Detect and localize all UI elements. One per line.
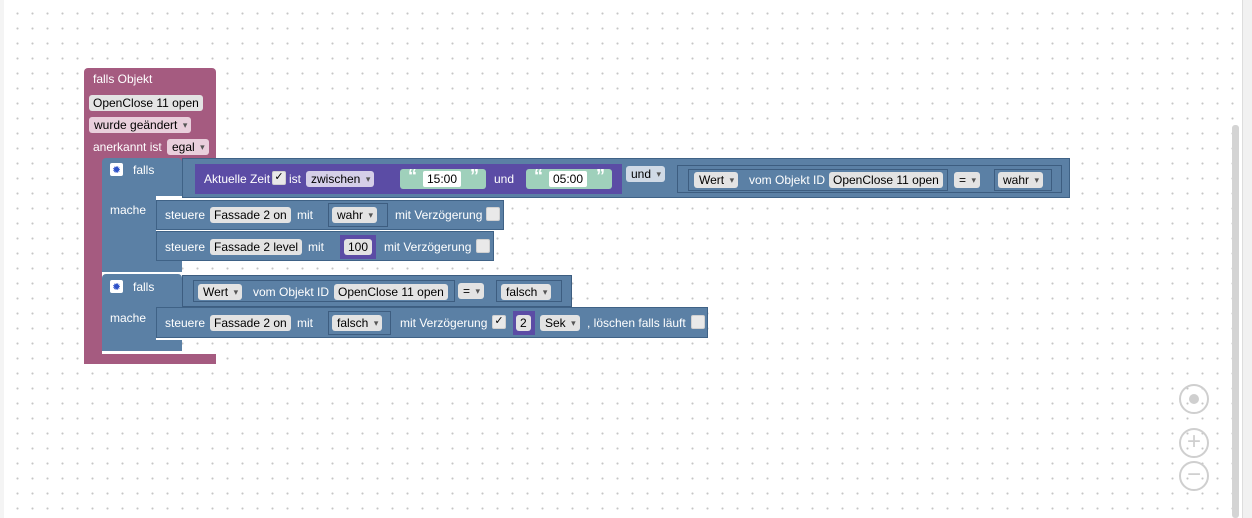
event-block-spine xyxy=(84,160,102,362)
bool-dropdown-1[interactable]: wahr xyxy=(998,172,1044,188)
trigger-dropdown[interactable]: wurde geändert xyxy=(89,117,192,133)
mit-label-1: mit xyxy=(297,208,313,222)
delay-checkbox-3[interactable]: ✓ xyxy=(492,315,506,329)
event-block-footer xyxy=(84,354,216,364)
time-from-string[interactable]: “ 15:00 ” xyxy=(400,166,486,189)
crosshair-dot xyxy=(1189,394,1199,404)
delay-value[interactable]: 2 xyxy=(516,315,531,331)
if2-falls-label: falls xyxy=(133,280,155,294)
if2-mache-label: mache xyxy=(110,311,147,325)
time-from-value[interactable]: 15:00 xyxy=(423,171,462,187)
right-panel-edge xyxy=(1242,0,1252,518)
if-block-1-footer xyxy=(102,260,182,272)
number-value[interactable]: 100 xyxy=(344,239,373,255)
object-field-1[interactable]: OpenClose 11 open xyxy=(829,172,943,188)
mit-label-3: mit xyxy=(297,316,313,330)
if1-mache-label: mache xyxy=(110,203,147,217)
gear-icon[interactable] xyxy=(110,280,123,293)
vertical-scrollbar[interactable] xyxy=(1232,125,1239,518)
time-to-string[interactable]: “ 05:00 ” xyxy=(526,166,612,189)
target-field-1[interactable]: Fassade 2 on xyxy=(210,207,291,223)
clear-label: , löschen falls läuft xyxy=(587,316,686,330)
target-field-2[interactable]: Fassade 2 level xyxy=(210,239,303,255)
mit-label-2: mit xyxy=(308,240,324,254)
eq-dropdown-1[interactable]: = xyxy=(954,172,981,188)
time-und: und xyxy=(494,172,515,186)
quote-open-icon: “ xyxy=(534,166,543,186)
steuere-label-1: steuere xyxy=(165,208,206,222)
time-to-value[interactable]: 05:00 xyxy=(549,171,588,187)
quote-close-icon: ” xyxy=(596,166,605,186)
crosshair-icon[interactable] xyxy=(1179,384,1209,414)
delay-label-3: mit Verzögerung xyxy=(400,316,488,330)
time-ist: ist xyxy=(289,172,301,186)
time-checkbox[interactable]: ✓ xyxy=(272,171,286,185)
time-label: Aktuelle Zeit xyxy=(204,172,271,186)
clear-checkbox[interactable] xyxy=(691,315,705,329)
gear-icon[interactable] xyxy=(110,163,123,176)
object-field-2[interactable]: OpenClose 11 open xyxy=(334,284,448,300)
if-block-2-spine xyxy=(102,305,156,345)
ack-dropdown[interactable]: egal xyxy=(167,139,209,155)
vom-label-2: vom Objekt ID xyxy=(253,285,330,299)
time-op-dropdown[interactable]: zwischen xyxy=(306,171,375,187)
if1-falls-label: falls xyxy=(133,163,155,177)
delay-label-2: mit Verzögerung xyxy=(384,240,472,254)
logic-op-dropdown[interactable]: und xyxy=(626,166,666,182)
quote-open-icon: “ xyxy=(408,166,417,186)
wert-dropdown-2[interactable]: Wert xyxy=(198,284,243,300)
steuere-label-3: steuere xyxy=(165,316,206,330)
value-dropdown-3[interactable]: falsch xyxy=(332,315,383,331)
zoom-in-icon[interactable]: + xyxy=(1179,428,1209,458)
if-block-2-footer xyxy=(102,340,182,351)
zoom-out-icon[interactable]: − xyxy=(1179,461,1209,491)
unit-dropdown[interactable]: Sek xyxy=(540,315,580,331)
object-id-field[interactable]: OpenClose 11 open xyxy=(89,95,203,111)
wert-dropdown-1[interactable]: Wert xyxy=(694,172,739,188)
ack-label: anerkannt ist xyxy=(93,140,162,154)
if-block-1-spine xyxy=(102,190,156,265)
value-dropdown-1[interactable]: wahr xyxy=(332,207,378,223)
eq-dropdown-2[interactable]: = xyxy=(458,283,485,299)
target-field-3[interactable]: Fassade 2 on xyxy=(210,315,291,331)
delay-checkbox-1[interactable] xyxy=(486,207,500,221)
quote-close-icon: ” xyxy=(470,166,479,186)
vom-label-1: vom Objekt ID xyxy=(749,173,826,187)
bool-dropdown-2[interactable]: falsch xyxy=(501,284,552,300)
delay-checkbox-2[interactable] xyxy=(476,239,490,253)
delay-label-1: mit Verzögerung xyxy=(395,208,483,222)
steuere-label-2: steuere xyxy=(165,240,206,254)
event-header: falls Objekt xyxy=(93,72,153,86)
